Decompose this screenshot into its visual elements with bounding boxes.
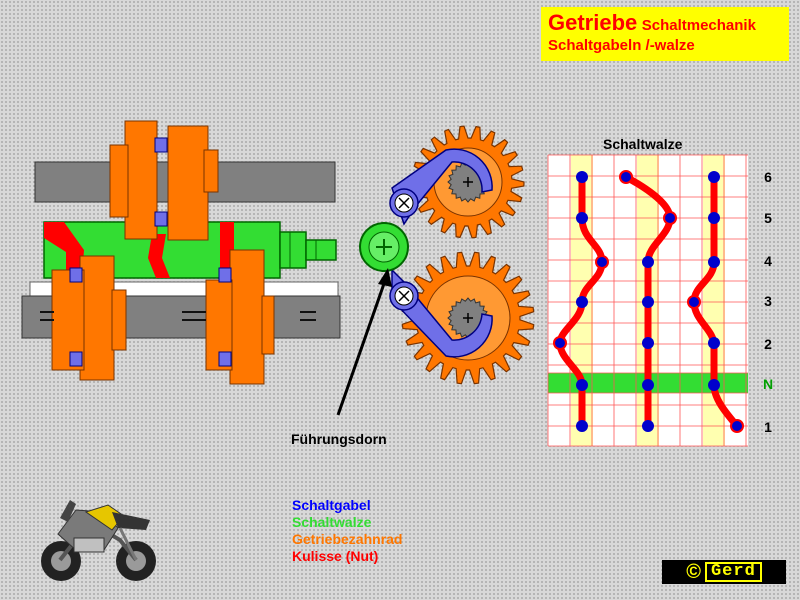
upper-gear-2 bbox=[167, 125, 209, 241]
callout-arrow bbox=[336, 277, 388, 416]
legend-item-kulisse: Kulisse (Nut) bbox=[292, 548, 379, 564]
lower-gear-3 bbox=[111, 289, 127, 351]
lower-gear-6 bbox=[261, 295, 275, 355]
gearbox-section bbox=[21, 120, 341, 385]
gear-label-2: 2 bbox=[764, 336, 772, 352]
fork-side-view bbox=[336, 125, 535, 416]
copyright-badge: © Gerd bbox=[662, 560, 786, 584]
title-line2: Schaltgabeln /-walze bbox=[548, 37, 695, 54]
legend: Schaltgabel Schaltwalze Getriebezahnrad … bbox=[292, 497, 402, 565]
drum-groove-1 bbox=[44, 222, 84, 278]
lower-gear-4 bbox=[229, 249, 265, 385]
upper-gear-1 bbox=[124, 120, 158, 240]
shift-drum-grid bbox=[547, 154, 748, 447]
upper-gear-4 bbox=[203, 149, 219, 193]
gear-label-4: 4 bbox=[764, 253, 772, 269]
lower-shift-fork bbox=[391, 268, 493, 358]
gear-position-labels: 6 5 4 3 2N 1 bbox=[763, 169, 773, 435]
callout-label: Führungsdorn bbox=[291, 431, 387, 447]
title-sub: Schaltmechanik bbox=[641, 17, 756, 34]
drum-groove-2 bbox=[148, 234, 170, 278]
upper-gear-3 bbox=[109, 144, 129, 218]
drum-end-1 bbox=[279, 231, 307, 269]
gear-label-1: 1 bbox=[764, 419, 772, 435]
legend-item-schaltgabel: Schaltgabel bbox=[292, 497, 371, 513]
cross-pin-icon bbox=[376, 239, 392, 255]
motorcycle-icon bbox=[41, 500, 156, 581]
drum-end-2 bbox=[305, 239, 337, 261]
gear-label-3: 3 bbox=[764, 293, 772, 309]
copyright-name: Gerd bbox=[704, 562, 762, 582]
title-row: Getriebe Schaltmechanik bbox=[548, 10, 782, 36]
drum-label: Schaltwalze bbox=[603, 136, 683, 152]
title-main: Getriebe bbox=[548, 10, 638, 35]
lower-gear-1 bbox=[79, 255, 115, 381]
legend-item-getriebezahnrad: Getriebezahnrad bbox=[292, 531, 403, 547]
title-box: Getriebe Schaltmechanik Schaltgabeln /-w… bbox=[541, 7, 789, 61]
gear-label-5: 5 bbox=[764, 210, 772, 226]
legend-item-schaltwalze: Schaltwalze bbox=[292, 514, 372, 530]
copyright-symbol: © bbox=[686, 560, 701, 583]
gear-label-N: N bbox=[763, 376, 773, 392]
gear-label-6: 6 bbox=[764, 169, 772, 185]
